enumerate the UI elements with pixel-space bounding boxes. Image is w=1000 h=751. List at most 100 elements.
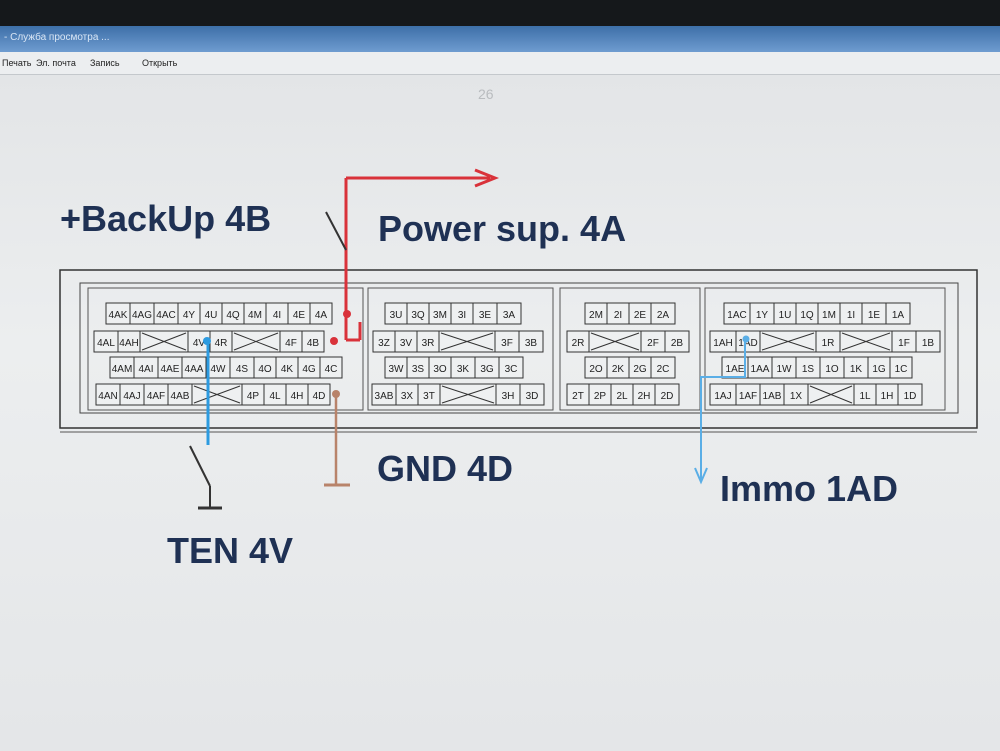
pin-label-3x: 3X xyxy=(401,391,414,402)
pin-label-4ah: 4AH xyxy=(119,338,138,349)
pin-label-2t: 2T xyxy=(572,391,584,402)
pin-label-4i: 4I xyxy=(273,310,281,321)
pin-cell xyxy=(518,330,544,353)
pin-label-3w: 3W xyxy=(389,364,405,375)
pin-label-4r: 4R xyxy=(215,338,228,349)
pin-label-1d: 1D xyxy=(904,391,917,402)
pin-label-1s: 1S xyxy=(802,364,815,375)
label-backup: +BackUp 4B xyxy=(60,198,272,239)
pin-label-1i: 1I xyxy=(847,310,855,321)
pin-cell xyxy=(309,302,333,325)
pin-label-2r: 2R xyxy=(572,338,585,349)
pin-label-1aa: 1AA xyxy=(751,364,770,375)
pin-label-4y: 4Y xyxy=(183,310,196,321)
pin-label-4m: 4M xyxy=(248,310,262,321)
pin-cell xyxy=(650,302,676,325)
pin-label-3g: 3G xyxy=(480,364,494,375)
pin-label-4g: 4G xyxy=(302,364,316,375)
pin-cell xyxy=(885,302,911,325)
pin-label-4b: 4B xyxy=(307,338,320,349)
pin-label-1ab: 1AB xyxy=(763,391,782,402)
pin-label-4aj: 4AJ xyxy=(123,391,140,402)
pin-label-1x: 1X xyxy=(790,391,803,402)
pin-label-1f: 1F xyxy=(898,338,910,349)
pin-label-2d: 2D xyxy=(661,391,674,402)
pin-label-2c: 2C xyxy=(657,364,670,375)
pin-label-3u: 3U xyxy=(390,310,403,321)
pin-cell xyxy=(319,356,343,379)
pin-label-3i: 3I xyxy=(458,310,466,321)
blank-cell-x xyxy=(441,385,495,404)
pin-label-4ac: 4AC xyxy=(156,310,175,321)
blank-cell-x xyxy=(193,385,241,404)
connector-housing xyxy=(59,269,978,429)
immo-dot-1ad xyxy=(742,335,750,343)
pin-label-3ab: 3AB xyxy=(375,391,394,402)
window-titlebar: - Служба просмотра ... xyxy=(0,26,1000,52)
menu-item-record[interactable]: Запись xyxy=(90,58,120,68)
pin-label-2f: 2F xyxy=(647,338,659,349)
arrow-icon xyxy=(694,467,708,485)
pin-label-1k: 1K xyxy=(850,364,863,375)
pin-label-2p: 2P xyxy=(594,391,607,402)
pin-label-2m: 2M xyxy=(589,310,603,321)
pin-label-3e: 3E xyxy=(479,310,492,321)
pin-label-2b: 2B xyxy=(671,338,684,349)
pin-label-3m: 3M xyxy=(433,310,447,321)
pin-cell xyxy=(650,356,676,379)
switch-icon xyxy=(325,211,347,251)
label-immo: Immo 1AD xyxy=(720,468,899,509)
immo-wire xyxy=(700,340,746,480)
pin-label-2g: 2G xyxy=(633,364,647,375)
menu-item-open[interactable]: Открыть xyxy=(142,58,178,68)
pin-label-4ae: 4AE xyxy=(161,364,180,375)
pin-label-2i: 2I xyxy=(614,310,622,321)
pin-cell xyxy=(307,383,331,406)
pin-cell xyxy=(897,383,923,406)
window-title: - Служба просмотра ... xyxy=(4,32,110,43)
pin-label-4ak: 4AK xyxy=(109,310,128,321)
pin-cell xyxy=(496,302,522,325)
menu-item-email[interactable]: Эл. почта xyxy=(36,58,76,68)
pin-label-3h: 3H xyxy=(502,391,515,402)
pin-label-3c: 3C xyxy=(505,364,518,375)
blank-cell-x xyxy=(590,332,640,351)
menu-item-print[interactable]: Печать xyxy=(2,58,32,68)
pin-label-1m: 1M xyxy=(822,310,836,321)
pin-label-4ag: 4AG xyxy=(132,310,152,321)
pin-label-3z: 3Z xyxy=(378,338,390,349)
pin-label-1l: 1L xyxy=(859,391,871,402)
pin-label-4l: 4L xyxy=(269,391,281,402)
arrow-icon xyxy=(474,168,500,188)
pin-label-2h: 2H xyxy=(638,391,651,402)
pin-label-3v: 3V xyxy=(400,338,413,349)
blank-cell-x xyxy=(440,332,494,351)
pin-label-3q: 3Q xyxy=(411,310,425,321)
pin-label-4w: 4W xyxy=(211,364,227,375)
pin-label-1a: 1A xyxy=(892,310,905,321)
pin-cell xyxy=(498,356,524,379)
pin-label-4a: 4A xyxy=(315,310,328,321)
block-3-frame xyxy=(367,287,554,411)
pin-label-1aj: 1AJ xyxy=(714,391,731,402)
pin-label-1w: 1W xyxy=(777,364,793,375)
pin-label-1ae: 1AE xyxy=(726,364,745,375)
blank-cell-x xyxy=(809,385,853,404)
pin-label-4e: 4E xyxy=(293,310,306,321)
pin-label-4c: 4C xyxy=(325,364,338,375)
pin-cell xyxy=(664,330,690,353)
pin-label-2o: 2O xyxy=(589,364,603,375)
pin-label-4d: 4D xyxy=(313,391,326,402)
pin-label-3a: 3A xyxy=(503,310,516,321)
power-dot-4a xyxy=(343,310,351,318)
pin-label-2l: 2L xyxy=(616,391,628,402)
pin-cell xyxy=(301,330,325,353)
pin-label-1ah: 1AH xyxy=(713,338,732,349)
pin-label-4q: 4Q xyxy=(226,310,240,321)
pin-label-4ai: 4AI xyxy=(138,364,153,375)
block-2-frame xyxy=(559,287,701,411)
pin-label-4k: 4K xyxy=(281,364,294,375)
pin-label-1af: 1AF xyxy=(739,391,757,402)
pin-label-4al: 4AL xyxy=(97,338,115,349)
